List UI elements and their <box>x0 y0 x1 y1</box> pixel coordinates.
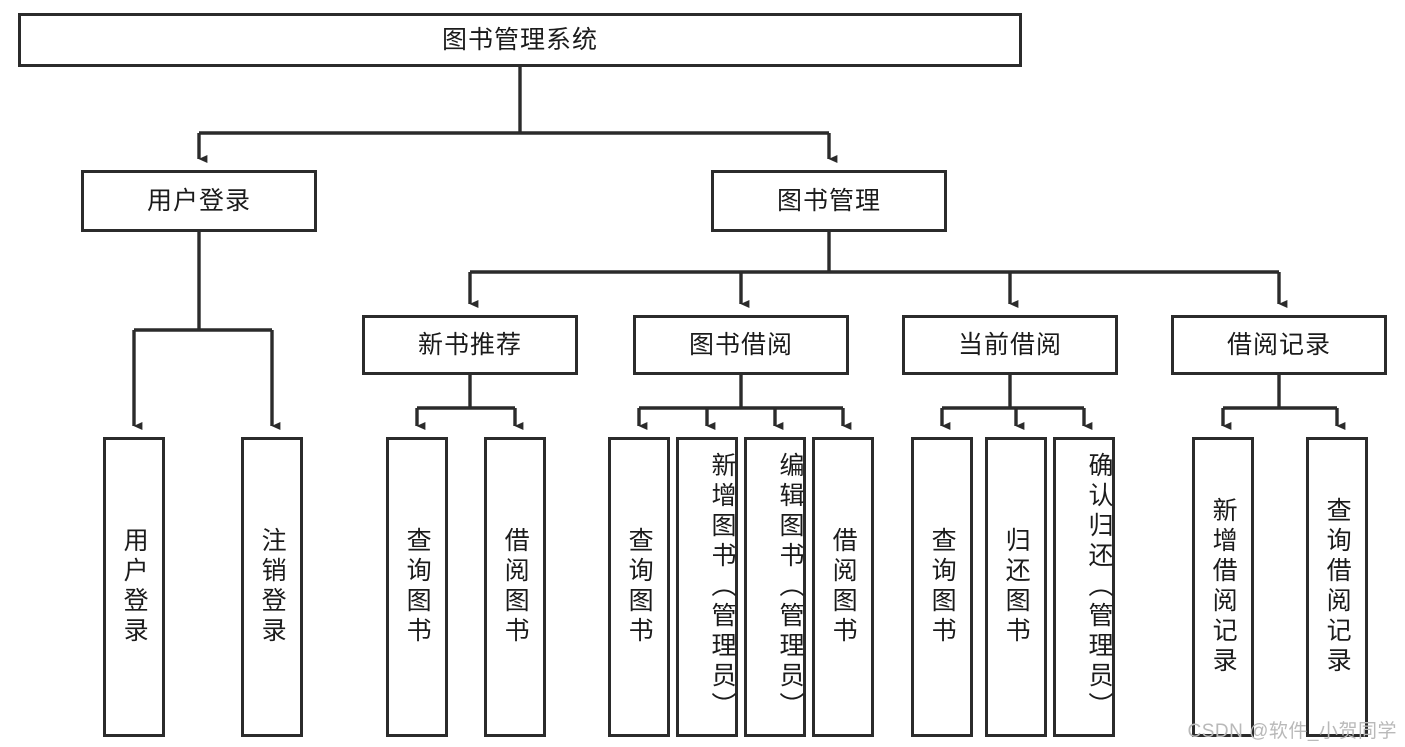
node-leaf-logout[interactable]: 注销登录 <box>241 437 303 737</box>
node-current-borrow[interactable]: 当前借阅 <box>902 315 1118 375</box>
node-label-leaf-edit-book-admin: 编辑图书（管理员） <box>776 452 804 722</box>
node-leaf-query-book-borrow[interactable]: 查询图书 <box>608 437 670 737</box>
node-leaf-return-book[interactable]: 归还图书 <box>985 437 1047 737</box>
node-label-leaf-query-borrow-record: 查询借阅记录 <box>1323 497 1352 677</box>
node-label-current-borrow: 当前借阅 <box>957 330 1062 359</box>
node-book-manage[interactable]: 图书管理 <box>711 170 947 232</box>
node-root[interactable]: 图书管理系统 <box>18 13 1022 67</box>
node-label-leaf-query-book-rec: 查询图书 <box>403 527 432 647</box>
node-leaf-query-book-rec[interactable]: 查询图书 <box>386 437 448 737</box>
node-label-book-manage: 图书管理 <box>776 186 881 215</box>
node-label-leaf-user-login: 用户登录 <box>120 527 149 647</box>
node-label-user-login: 用户登录 <box>146 186 251 215</box>
node-label-leaf-logout: 注销登录 <box>258 527 287 647</box>
node-leaf-query-borrow-record[interactable]: 查询借阅记录 <box>1306 437 1368 737</box>
watermark-label: CSDN @软件_小贺同学 <box>1187 721 1397 742</box>
node-leaf-borrow-book[interactable]: 借阅图书 <box>812 437 874 737</box>
node-leaf-query-book-current[interactable]: 查询图书 <box>911 437 973 737</box>
node-leaf-edit-book-admin[interactable]: 编辑图书（管理员） <box>744 437 806 737</box>
node-borrow-record[interactable]: 借阅记录 <box>1171 315 1387 375</box>
node-label-leaf-query-book-borrow: 查询图书 <box>625 527 654 647</box>
node-leaf-user-login[interactable]: 用户登录 <box>103 437 165 737</box>
node-leaf-add-borrow-record[interactable]: 新增借阅记录 <box>1192 437 1254 737</box>
node-label-leaf-confirm-return-admin: 确认归还（管理员） <box>1085 452 1113 722</box>
node-label-root: 图书管理系统 <box>441 25 598 54</box>
node-leaf-confirm-return-admin[interactable]: 确认归还（管理员） <box>1053 437 1115 737</box>
node-leaf-borrow-book-rec[interactable]: 借阅图书 <box>484 437 546 737</box>
node-new-book-recommend[interactable]: 新书推荐 <box>362 315 578 375</box>
node-label-new-book-recommend: 新书推荐 <box>417 330 522 359</box>
node-label-leaf-borrow-book-rec: 借阅图书 <box>501 527 530 647</box>
node-label-leaf-return-book: 归还图书 <box>1002 527 1031 647</box>
node-label-book-borrow: 图书借阅 <box>688 330 793 359</box>
node-label-leaf-borrow-book: 借阅图书 <box>829 527 858 647</box>
node-leaf-add-book-admin[interactable]: 新增图书（管理员） <box>676 437 738 737</box>
node-label-leaf-query-book-current: 查询图书 <box>928 527 957 647</box>
node-label-borrow-record: 借阅记录 <box>1226 330 1331 359</box>
node-label-leaf-add-borrow-record: 新增借阅记录 <box>1209 497 1238 677</box>
node-user-login[interactable]: 用户登录 <box>81 170 317 232</box>
node-book-borrow[interactable]: 图书借阅 <box>633 315 849 375</box>
node-label-leaf-add-book-admin: 新增图书（管理员） <box>708 452 736 722</box>
